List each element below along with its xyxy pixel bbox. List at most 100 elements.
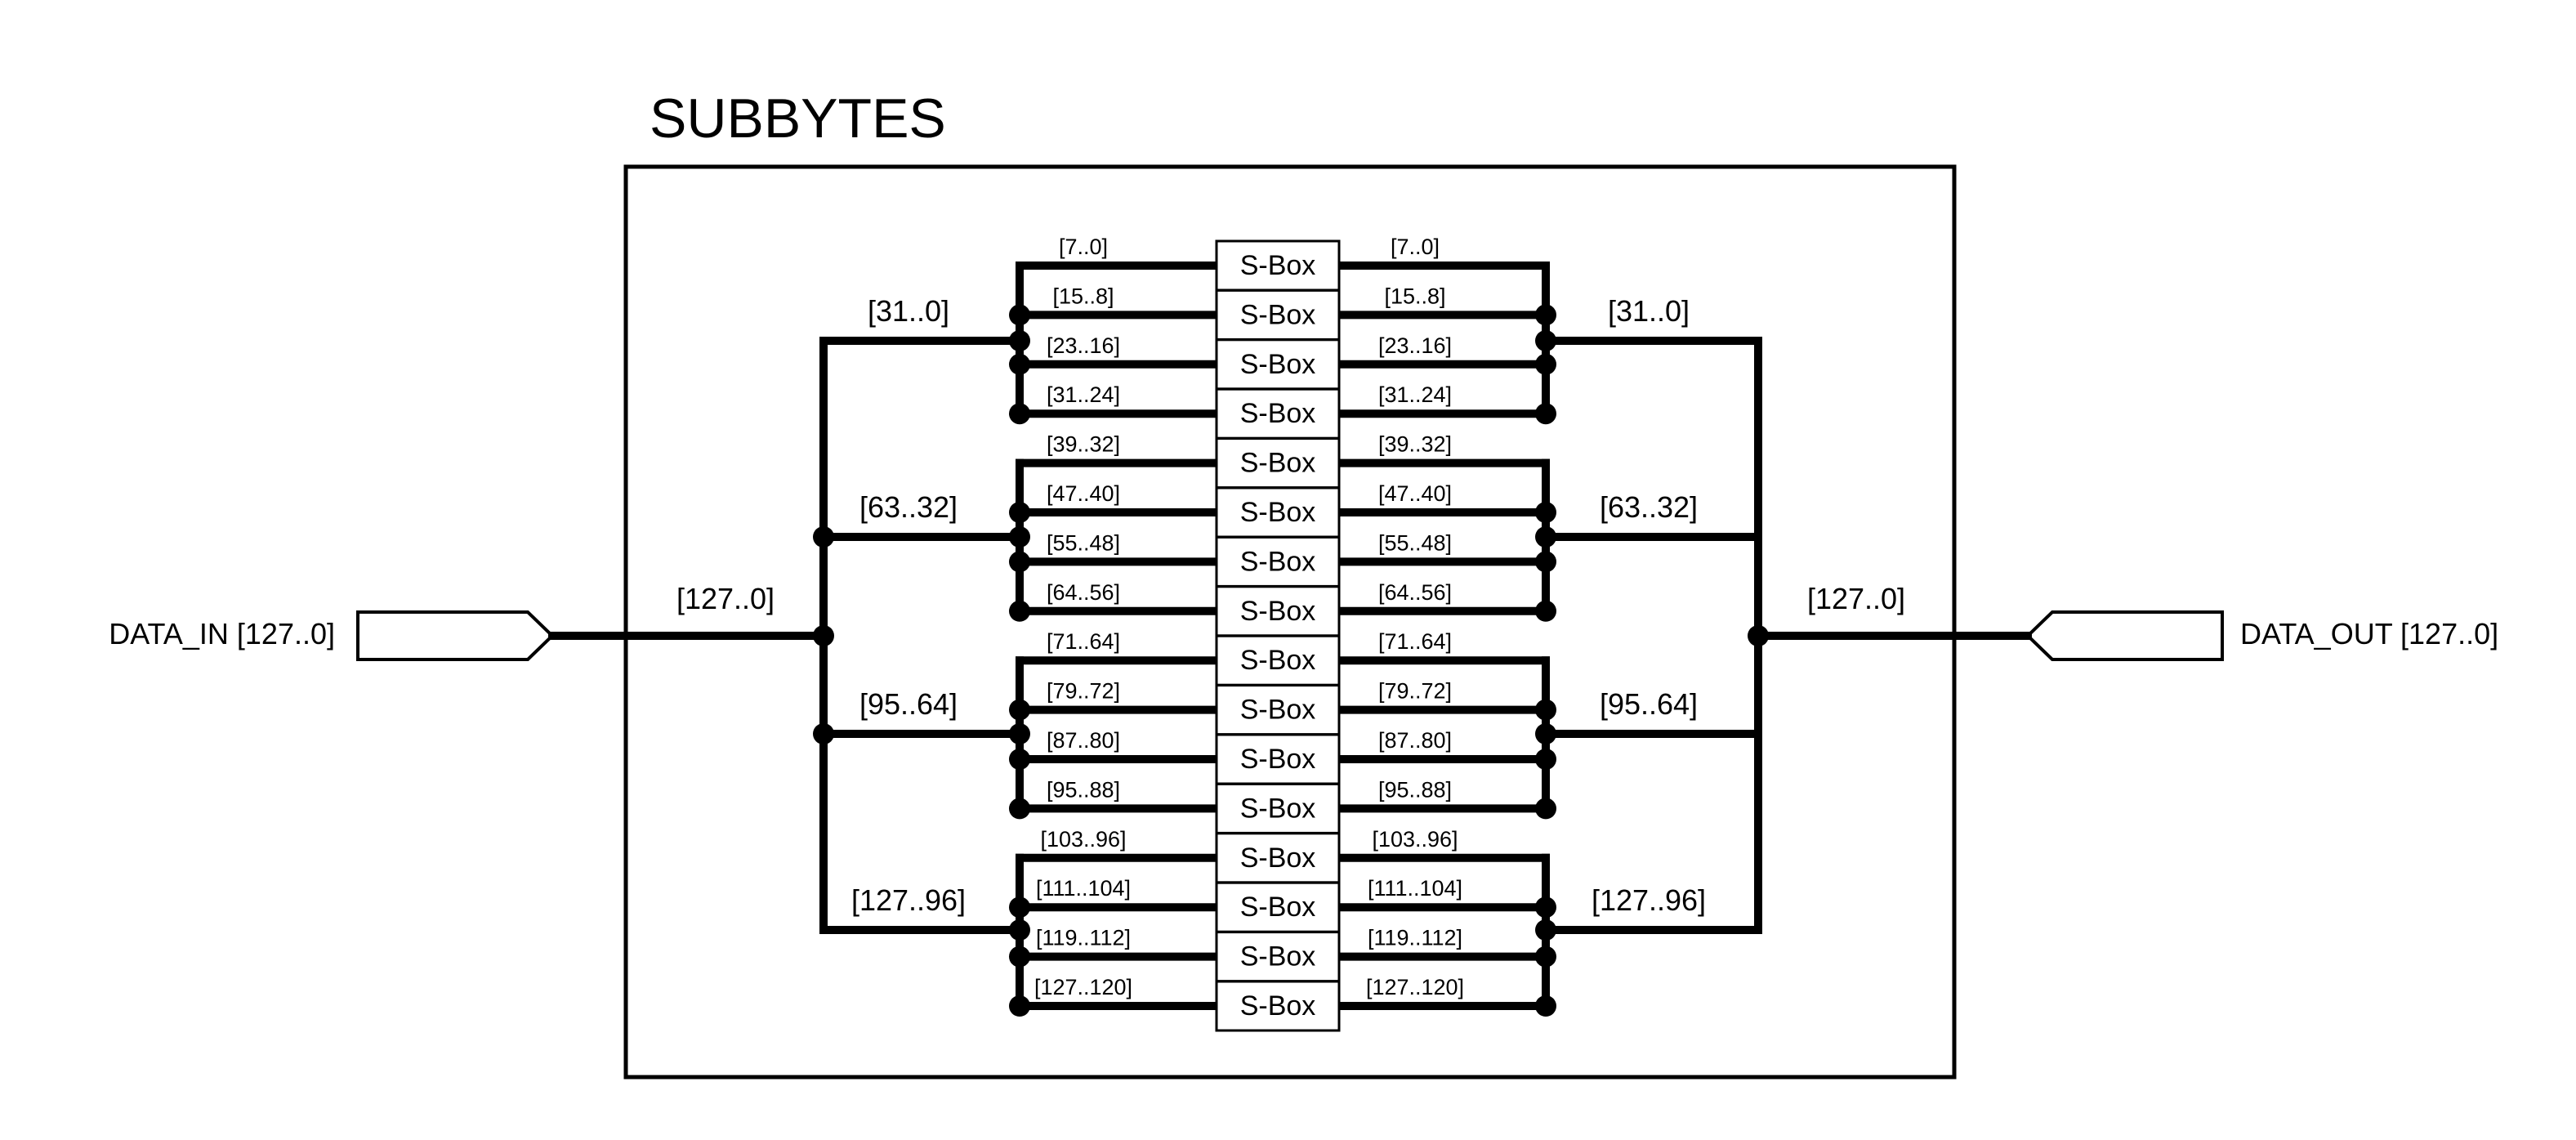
data-out-bus-label: [127..0] — [1807, 582, 1905, 615]
data-in-label: DATA_IN [127..0] — [109, 617, 335, 650]
subbytes-block — [623, 164, 1957, 1080]
byte-junction-dot — [1009, 403, 1030, 425]
data-out-label: DATA_OUT [127..0] — [2240, 617, 2498, 650]
byte-label-in: [7..0] — [1059, 235, 1108, 259]
sbox-label: S-Box — [1240, 250, 1316, 281]
byte-junction-dot — [1009, 946, 1030, 968]
byte-label-in: [15..8] — [1052, 284, 1114, 308]
spine-junction-dot — [813, 526, 834, 548]
input-junction-dot — [813, 625, 834, 646]
byte-junction-dot — [1009, 798, 1030, 820]
byte-junction-dot — [1535, 946, 1556, 968]
byte-label-in: [119..112] — [1036, 926, 1131, 950]
sbox-label: S-Box — [1240, 892, 1316, 923]
byte-label-out: [64..56] — [1378, 580, 1452, 605]
word-junction-dot — [1535, 330, 1556, 351]
word-label-out: [95..64] — [1600, 687, 1698, 721]
sbox — [1215, 486, 1341, 539]
word-junction-dot — [1009, 723, 1030, 744]
sbox — [1215, 832, 1341, 884]
byte-label-in: [55..48] — [1047, 530, 1120, 555]
byte-label-out: [127..120] — [1366, 975, 1464, 999]
byte-junction-dot — [1009, 699, 1030, 721]
data-in-port — [356, 610, 555, 661]
sbox-label: S-Box — [1240, 596, 1316, 627]
sbox — [1215, 931, 1341, 983]
sbox — [1215, 684, 1341, 736]
word-junction-dot — [1535, 723, 1556, 744]
sbox-array: S-BoxS-BoxS-BoxS-BoxS-BoxS-BoxS-BoxS-Box… — [1215, 239, 1341, 1032]
byte-label-out: [79..72] — [1378, 679, 1452, 704]
word-junction-dot — [1009, 919, 1030, 941]
byte-junction-dot — [1009, 749, 1030, 770]
byte-label-out: [47..40] — [1378, 481, 1452, 506]
sbox — [1215, 634, 1341, 686]
junction-dots — [813, 304, 1556, 1017]
byte-junction-dot — [1535, 749, 1556, 770]
sbox-label: S-Box — [1240, 299, 1316, 330]
byte-label-out: [87..80] — [1378, 728, 1452, 753]
sbox — [1215, 980, 1341, 1032]
spine-junction-dot — [813, 723, 834, 744]
data-in-bus-label: [127..0] — [676, 582, 775, 615]
byte-label-out: [111..104] — [1368, 876, 1462, 901]
byte-junction-dot — [1535, 798, 1556, 820]
word-label-in: [63..32] — [859, 490, 958, 524]
byte-junction-dot — [1535, 304, 1556, 326]
byte-label-in: [79..72] — [1047, 679, 1120, 704]
sbox — [1215, 338, 1341, 391]
byte-label-in: [71..64] — [1047, 629, 1120, 654]
byte-label-out: [55..48] — [1378, 530, 1452, 555]
byte-label-in: [23..16] — [1047, 333, 1120, 358]
word-label-out: [31..0] — [1608, 294, 1690, 328]
byte-label-in: [39..32] — [1047, 432, 1120, 457]
sbox-label: S-Box — [1240, 744, 1316, 775]
sbox-label: S-Box — [1240, 990, 1316, 1022]
word-label-in: [95..64] — [859, 687, 958, 721]
byte-label-in: [127..120] — [1034, 975, 1132, 999]
byte-junction-dot — [1009, 502, 1030, 523]
byte-junction-dot — [1535, 502, 1556, 523]
diagram-title: SUBBYTES — [650, 87, 946, 150]
sbox-label: S-Box — [1240, 941, 1316, 972]
sbox-label: S-Box — [1240, 448, 1316, 479]
byte-label-out: [119..112] — [1368, 926, 1462, 950]
sbox-label: S-Box — [1240, 546, 1316, 577]
byte-junction-dot — [1009, 304, 1030, 326]
byte-junction-dot — [1535, 995, 1556, 1017]
sbox — [1215, 288, 1341, 341]
byte-label-out: [95..88] — [1378, 777, 1452, 802]
sbox-label: S-Box — [1240, 497, 1316, 528]
byte-junction-dot — [1009, 600, 1030, 622]
byte-junction-dot — [1535, 600, 1556, 622]
byte-junction-dot — [1535, 551, 1556, 573]
byte-junction-dot — [1535, 403, 1556, 425]
byte-junction-dot — [1535, 699, 1556, 721]
word-junction-dot — [1009, 526, 1030, 548]
byte-junction-dot — [1535, 896, 1556, 919]
word-label-out: [63..32] — [1600, 490, 1698, 524]
word-label-in: [127..96] — [851, 883, 966, 917]
sbox-label: S-Box — [1240, 398, 1316, 429]
byte-junction-dot — [1009, 551, 1030, 573]
byte-junction-dot — [1009, 353, 1030, 375]
byte-junction-dot — [1009, 995, 1030, 1017]
sbox — [1215, 881, 1341, 933]
byte-label-out: [103..96] — [1372, 827, 1458, 852]
sbox — [1215, 782, 1341, 834]
word-junction-dot — [1535, 919, 1556, 941]
byte-label-in: [103..96] — [1040, 827, 1126, 852]
output-junction-dot — [1748, 625, 1769, 646]
byte-label-out: [7..0] — [1391, 235, 1440, 259]
sbox — [1215, 585, 1341, 637]
word-label-out: [127..96] — [1592, 883, 1706, 917]
byte-label-in: [95..88] — [1047, 777, 1120, 802]
sbox — [1215, 733, 1341, 785]
byte-label-in: [87..80] — [1047, 728, 1120, 753]
byte-label-in: [31..24] — [1047, 382, 1120, 407]
word-label-in: [31..0] — [868, 294, 949, 328]
byte-label-in: [64..56] — [1047, 580, 1120, 605]
sbox-label: S-Box — [1240, 793, 1316, 824]
byte-label-in: [111..104] — [1036, 876, 1131, 901]
